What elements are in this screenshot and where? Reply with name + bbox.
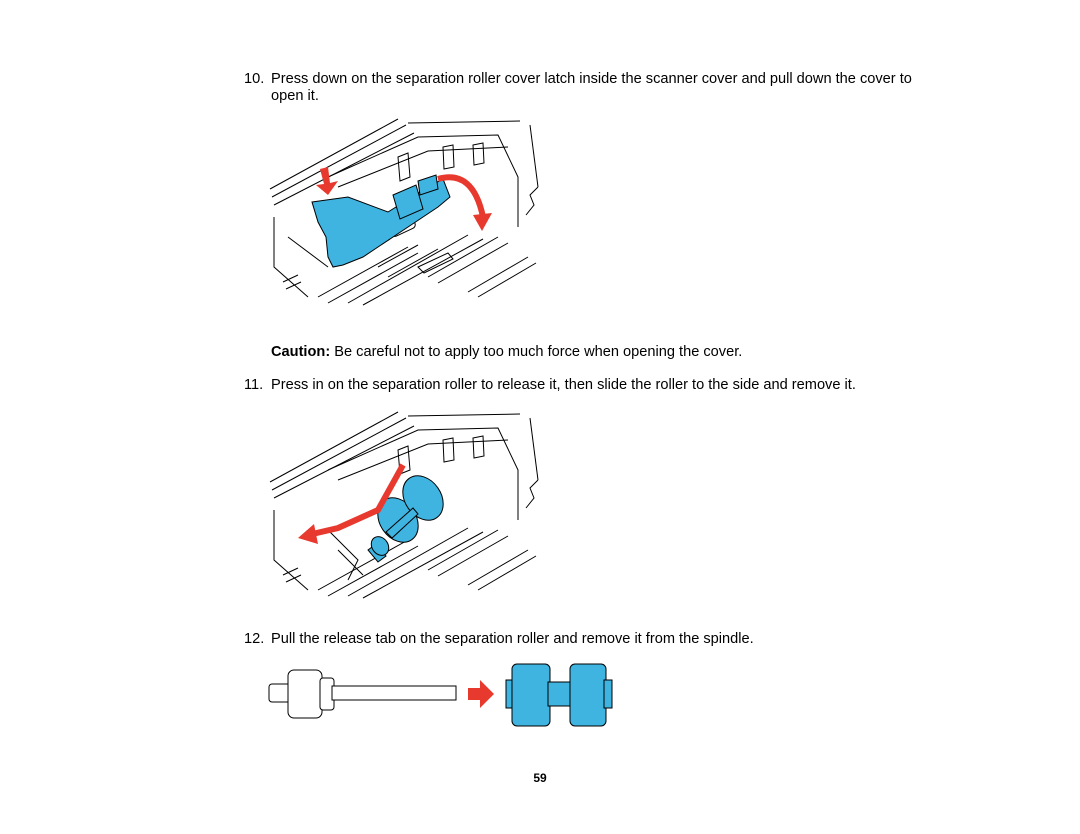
page-number: 59 (533, 771, 547, 785)
spindle-roller-illustration (268, 663, 613, 727)
caution-label: Caution: (271, 344, 331, 360)
step-text: Pull the release tab on the separation r… (271, 631, 754, 647)
step-text: Press down on the separation roller cove… (271, 71, 912, 104)
slide-arrow (307, 463, 406, 538)
separation-roller (367, 475, 444, 563)
press-arrow (316, 167, 338, 195)
caution-text: Be careful not to apply too much force w… (334, 344, 743, 360)
open-cover-illustration (269, 118, 539, 306)
pull-down-arrow (437, 174, 486, 218)
arrow-right-icon (468, 680, 494, 708)
step-number: 10. (244, 71, 265, 87)
separation-roller (505, 663, 613, 727)
step-number: 11. (244, 377, 264, 393)
remove-roller-illustration (269, 411, 539, 599)
caution-note: Caution: Be careful not to apply too muc… (271, 344, 742, 361)
step-number: 12. (244, 631, 265, 647)
spindle (268, 669, 457, 719)
step-text: Press in on the separation roller to rel… (271, 377, 856, 393)
